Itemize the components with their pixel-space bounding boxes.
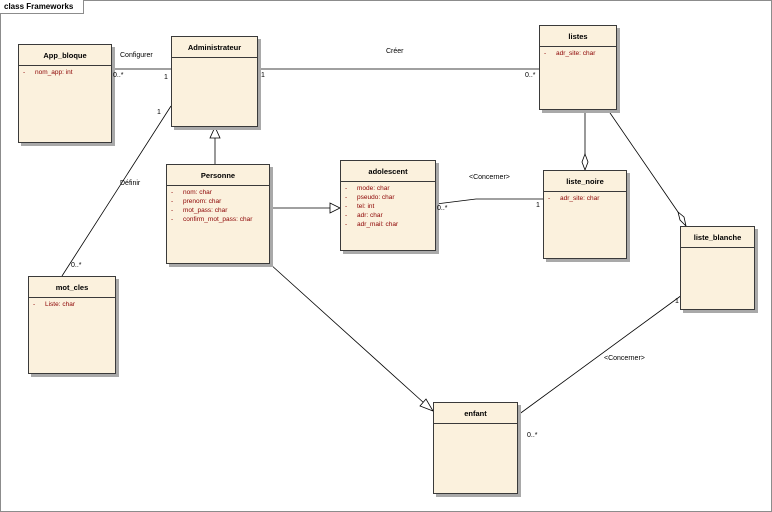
class-adolescent[interactable]: adolescent - mode: char - pseudo: char - te… xyxy=(340,160,436,251)
assoc-configurer-mult-source: 0..* xyxy=(113,72,124,79)
attribute-row: - nom: char xyxy=(167,188,269,197)
attribute-row: - mot_pass: char xyxy=(167,206,269,215)
visibility-marker: - xyxy=(345,185,348,192)
visibility-marker: - xyxy=(171,198,174,205)
assoc-concerner-noire-mult-target: 1 xyxy=(536,202,540,209)
visibility-marker: - xyxy=(345,212,348,219)
generalization-arrowhead-enfant xyxy=(419,398,434,412)
assoc-concerner-blanche-mult-target: 0..* xyxy=(527,432,538,439)
assoc-definir-mult-source: 1 xyxy=(157,109,161,116)
visibility-marker: - xyxy=(345,203,348,210)
attribute-text: nom_app: int xyxy=(35,69,73,76)
generalization-arrowhead-administrateur xyxy=(209,126,221,139)
class-name: liste_noire xyxy=(566,177,604,186)
attribute-row: - adr_mail: char xyxy=(341,220,435,229)
assoc-configurer-mult-target: 1 xyxy=(164,74,168,81)
attribute-text: confirm_mot_pass: char xyxy=(183,216,253,223)
attribute-text: prenom: char xyxy=(183,198,222,205)
attribute-row: - adr_site: char xyxy=(544,194,626,203)
assoc-concerner-blanche-mult-source: 1 xyxy=(675,298,679,305)
class-mot-cles[interactable]: mot_cles - Liste: char xyxy=(28,276,116,374)
attribute-text: mode: char xyxy=(357,185,390,192)
assoc-concerner-noire-label: <Concerner> xyxy=(469,174,510,181)
assoc-concerner-noire-mult-source: 0..* xyxy=(437,205,448,212)
attribute-row: - pseudo: char xyxy=(341,193,435,202)
attributes-compartment: - mode: char - pseudo: char - tel: int - adr… xyxy=(341,181,435,229)
assoc-configurer-label: Configurer xyxy=(120,52,153,59)
attribute-row: - mode: char xyxy=(341,184,435,193)
attribute-text: pseudo: char xyxy=(357,194,395,201)
attribute-text: adr_site: char xyxy=(560,195,600,202)
attribute-text: tel: int xyxy=(357,203,375,210)
generalization-enfant-personne-line xyxy=(269,263,425,404)
assoc-concerner-blanche-line xyxy=(517,294,683,416)
attribute-text: nom: char xyxy=(183,189,212,196)
visibility-marker: - xyxy=(345,194,348,201)
frame-title: class Frameworks xyxy=(0,0,85,14)
attributes-compartment: - adr_site: char xyxy=(544,191,626,203)
attribute-text: Liste: char xyxy=(45,301,75,308)
assoc-creer-label: Créer xyxy=(386,48,404,55)
attributes-compartment: - Liste: char xyxy=(29,297,115,309)
class-app-bloque[interactable]: App_bloque - nom_app: int xyxy=(18,44,112,143)
assoc-concerner-blanche-label: <Concerner> xyxy=(604,355,645,362)
class-personne[interactable]: Personne - nom: char - prenom: char - mot_p… xyxy=(166,164,270,264)
visibility-marker: - xyxy=(171,189,174,196)
visibility-marker: - xyxy=(33,301,36,308)
aggregation-listes-blanche-line xyxy=(607,109,679,213)
attributes-compartment xyxy=(681,247,754,248)
class-name: Personne xyxy=(200,171,236,180)
class-enfant[interactable]: enfant xyxy=(433,402,518,494)
assoc-definir-line xyxy=(61,105,172,277)
class-name: listes xyxy=(568,32,588,41)
assoc-creer-mult-source: 1 xyxy=(261,72,265,79)
visibility-marker: - xyxy=(544,50,547,57)
attribute-text: mot_pass: char xyxy=(183,207,228,214)
visibility-marker: - xyxy=(548,195,551,202)
attribute-row: - adr: char xyxy=(341,211,435,220)
attribute-row: - prenom: char xyxy=(167,197,269,206)
class-name: liste_blanche xyxy=(693,233,742,242)
attributes-compartment xyxy=(172,57,257,58)
class-name: adolescent xyxy=(368,167,408,176)
attribute-row: - confirm_mot_pass: char xyxy=(167,215,269,224)
class-liste-noire[interactable]: liste_noire - adr_site: char xyxy=(543,170,627,259)
class-name: Administrateur xyxy=(187,43,242,52)
class-name: enfant xyxy=(464,409,487,418)
class-name: mot_cles xyxy=(55,283,89,292)
assoc-definir-label: Définir xyxy=(120,180,141,187)
attributes-compartment: - nom: char - prenom: char - mot_pass: char… xyxy=(167,185,269,224)
assoc-concerner-noire-line xyxy=(435,198,477,205)
visibility-marker: - xyxy=(171,216,174,223)
attributes-compartment xyxy=(434,423,517,424)
attribute-row: - tel: int xyxy=(341,202,435,211)
visibility-marker: - xyxy=(23,69,26,76)
assoc-creer-mult-target: 0..* xyxy=(525,72,536,79)
attribute-text: adr: char xyxy=(357,212,383,219)
class-name: App_bloque xyxy=(43,51,87,60)
visibility-marker: - xyxy=(345,221,348,228)
class-liste-blanche[interactable]: liste_blanche xyxy=(680,226,755,310)
attribute-text: adr_site: char xyxy=(556,50,596,57)
class-administrateur[interactable]: Administrateur xyxy=(171,36,258,127)
class-listes[interactable]: listes - adr_site: char xyxy=(539,25,617,110)
attribute-row: - Liste: char xyxy=(29,300,115,309)
assoc-definir-mult-target: 0..* xyxy=(71,262,82,269)
attributes-compartment: - adr_site: char xyxy=(540,46,616,58)
attribute-text: adr_mail: char xyxy=(357,221,399,228)
visibility-marker: - xyxy=(171,207,174,214)
attribute-row: - nom_app: int xyxy=(19,68,111,77)
attributes-compartment: - nom_app: int xyxy=(19,65,111,77)
attribute-row: - adr_site: char xyxy=(540,49,616,58)
generalization-arrowhead-adolescent xyxy=(329,202,341,214)
